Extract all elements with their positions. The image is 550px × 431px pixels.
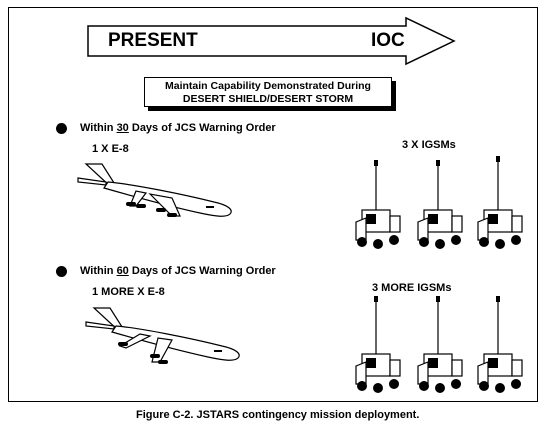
phase1-prefix: Within	[80, 122, 117, 134]
phase1-bullet	[56, 123, 67, 134]
phase2-prefix: Within	[80, 265, 117, 277]
banner-line-1: Maintain Capability Demonstrated During	[165, 80, 371, 92]
igsm-truck-icon	[417, 296, 463, 393]
igsm-truck-icon	[355, 296, 401, 393]
phase1-days: 30	[116, 122, 129, 134]
phase1-heading: Within 30 Days of JCS Warning Order	[80, 122, 276, 134]
e8-aircraft-icon	[85, 307, 240, 364]
phase2-aircraft-count: 1 MORE X E-8	[92, 286, 165, 298]
phase2-heading: Within 60 Days of JCS Warning Order	[80, 265, 276, 277]
arrow-present-label: PRESENT	[108, 30, 198, 51]
phase1-aircraft-count: 1 X E-8	[92, 143, 129, 155]
e8-aircraft-icon	[77, 163, 232, 217]
figure-frame	[8, 7, 538, 402]
figure-caption: Figure C-2. JSTARS contingency mission d…	[136, 409, 420, 421]
banner-line-2: DESERT SHIELD/DESERT STORM	[182, 93, 354, 105]
igsm-truck-icon	[477, 156, 523, 249]
igsm-truck-icon	[355, 160, 401, 249]
phase2-bullet	[56, 266, 67, 277]
phase2-suffix: Days of JCS Warning Order	[128, 265, 276, 277]
arrow-ioc-label: IOC	[371, 30, 405, 51]
igsm-truck-icon	[417, 160, 463, 249]
phase1-suffix: Days of JCS Warning Order	[128, 122, 276, 134]
phase2-days: 60	[116, 265, 129, 277]
timeline-arrow	[87, 16, 456, 66]
phase1-ground-count: 3 X IGSMs	[402, 139, 456, 151]
objective-banner: Maintain Capability Demonstrated During …	[144, 77, 392, 107]
igsm-truck-icon	[477, 296, 523, 393]
phase2-ground-count: 3 MORE IGSMs	[372, 282, 452, 294]
